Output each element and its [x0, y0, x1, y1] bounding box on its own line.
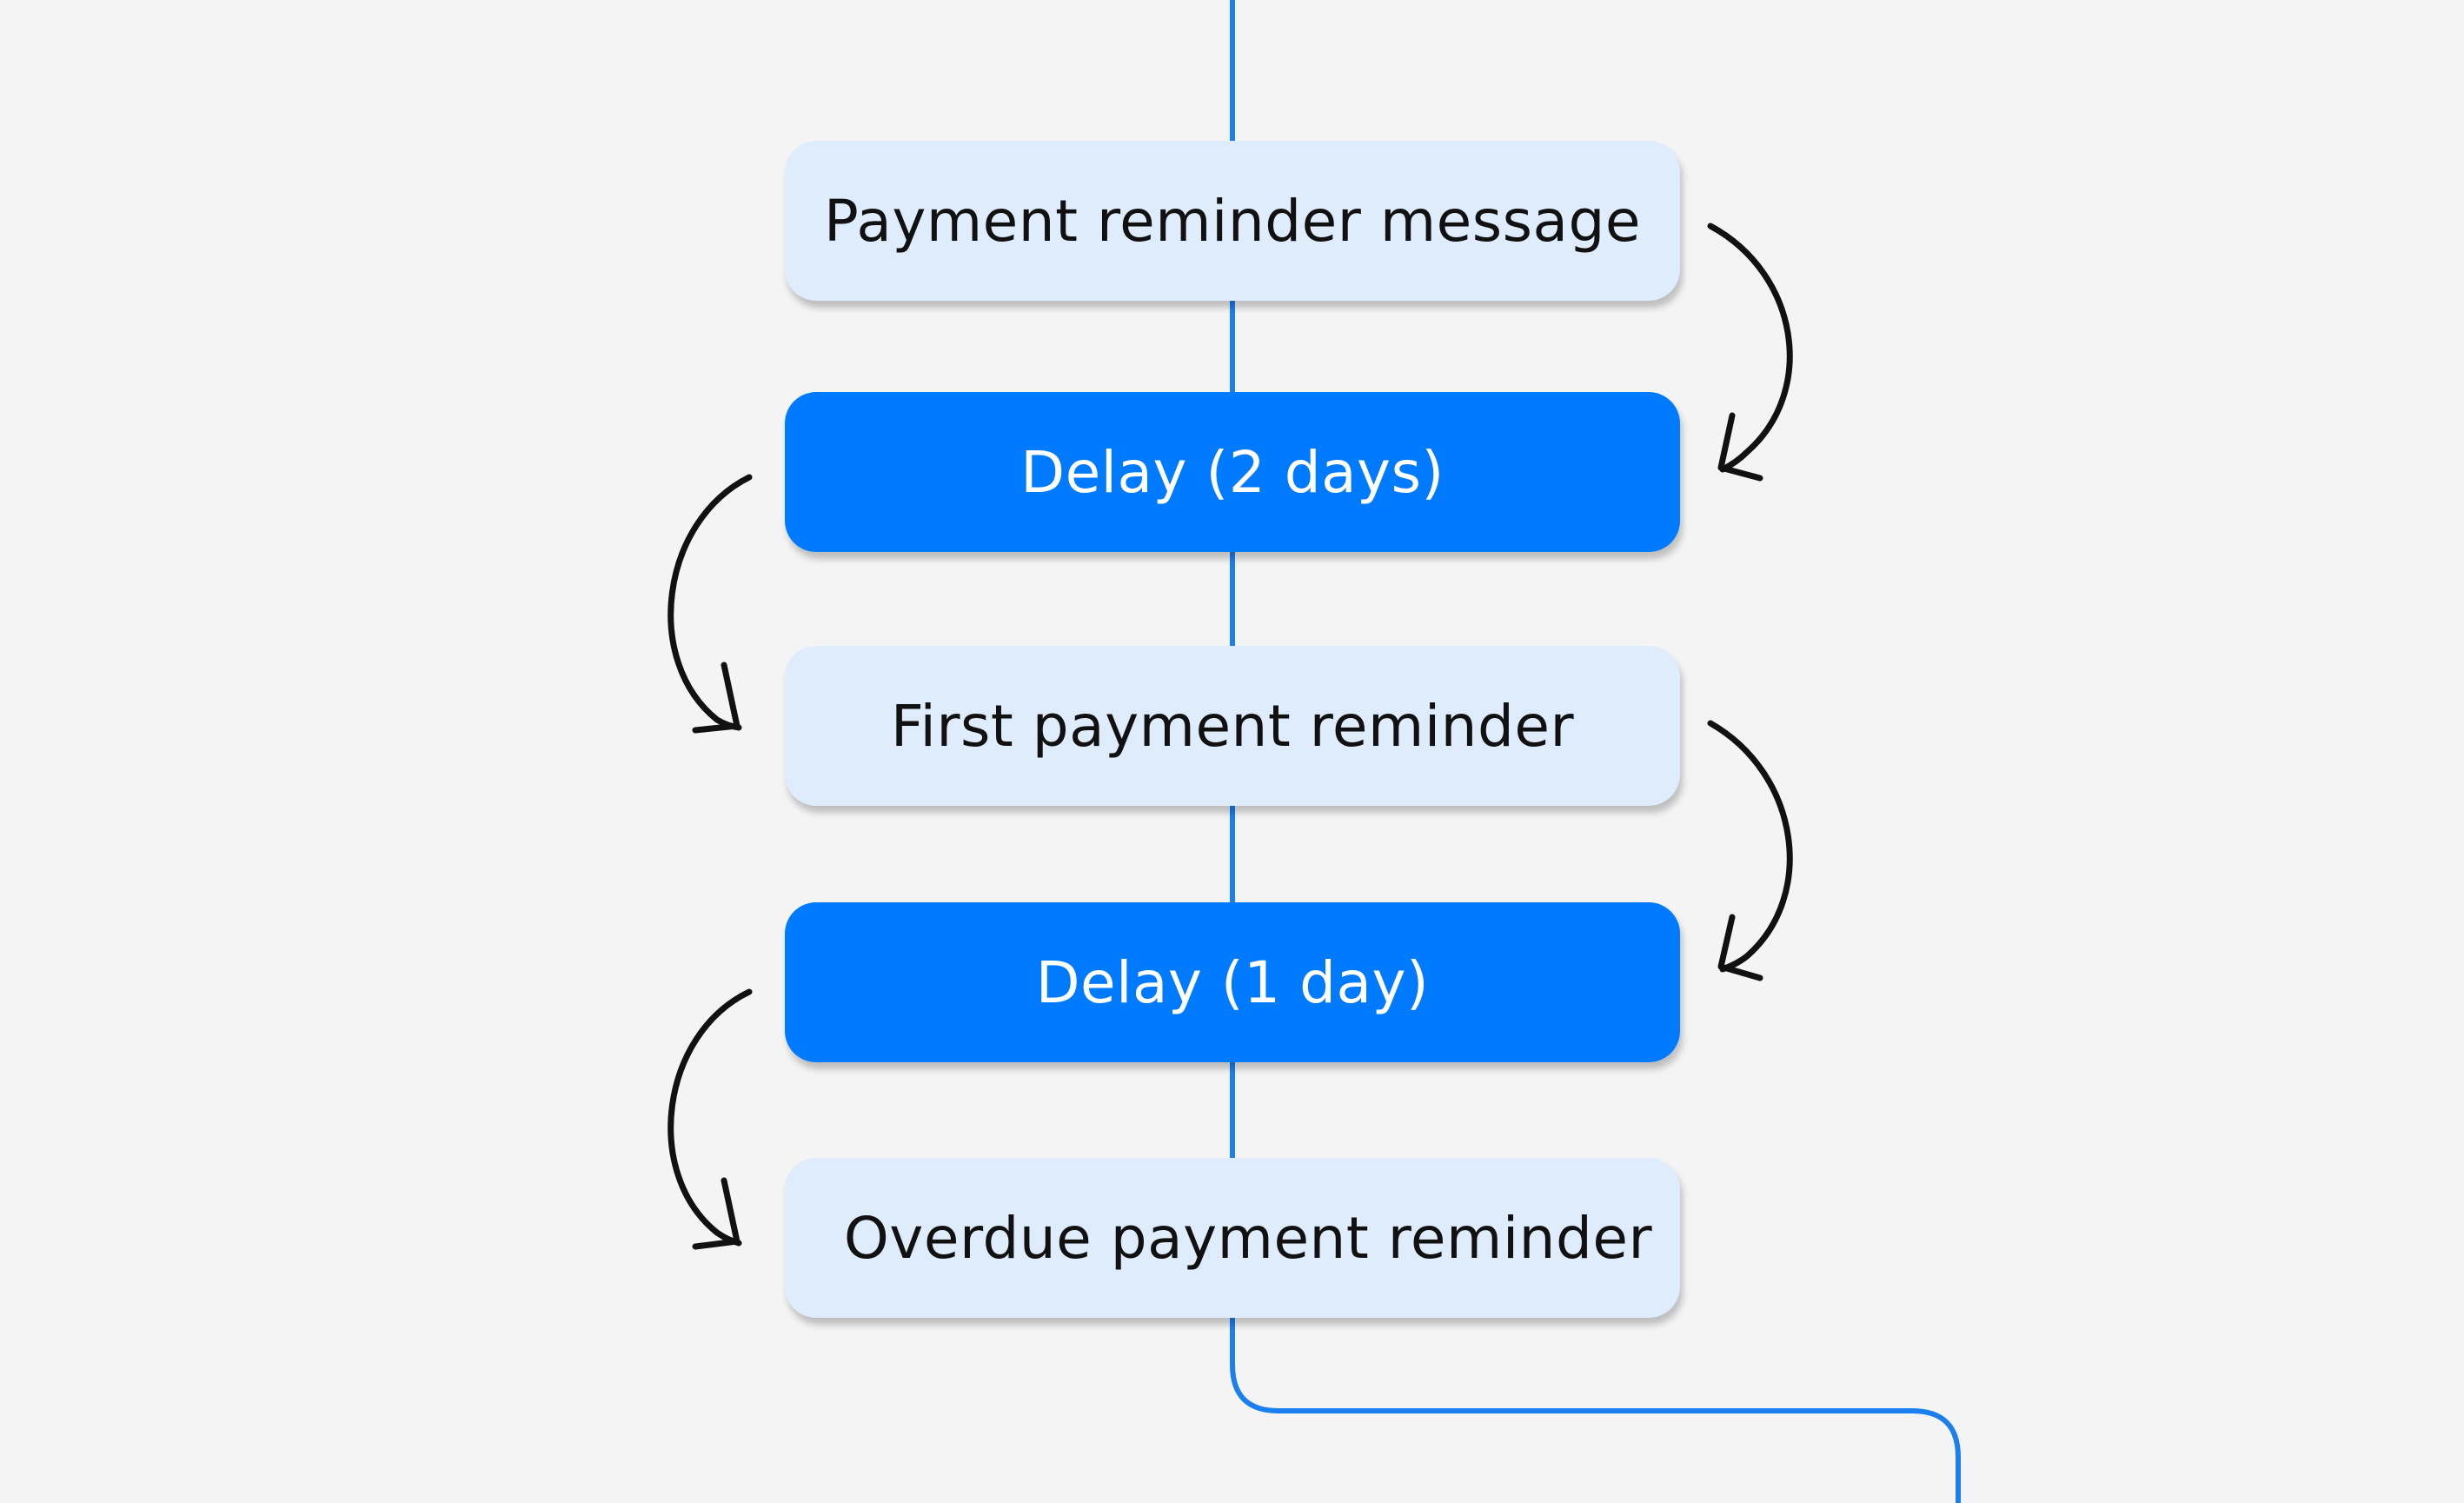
step-label: Overdue payment reminder	[843, 1204, 1653, 1272]
arrow-left-2	[667, 988, 753, 1250]
step-delay-2-days[interactable]: Delay (2 days)	[785, 392, 1680, 552]
arrow-right-2	[1707, 720, 1793, 981]
step-label: Delay (2 days)	[1020, 438, 1445, 506]
step-payment-reminder-message[interactable]: Payment reminder message	[785, 141, 1680, 301]
arrow-right-1	[1707, 223, 1793, 482]
step-overdue-payment-reminder[interactable]: Overdue payment reminder	[785, 1158, 1680, 1318]
connector-exit	[1230, 1316, 1961, 1503]
step-label: Delay (1 day)	[1035, 948, 1430, 1016]
step-label: Payment reminder message	[824, 187, 1641, 255]
step-label: First payment reminder	[890, 692, 1575, 760]
step-first-payment-reminder[interactable]: First payment reminder	[785, 646, 1680, 806]
arrow-left-1	[667, 474, 753, 734]
step-delay-1-day[interactable]: Delay (1 day)	[785, 902, 1680, 1062]
